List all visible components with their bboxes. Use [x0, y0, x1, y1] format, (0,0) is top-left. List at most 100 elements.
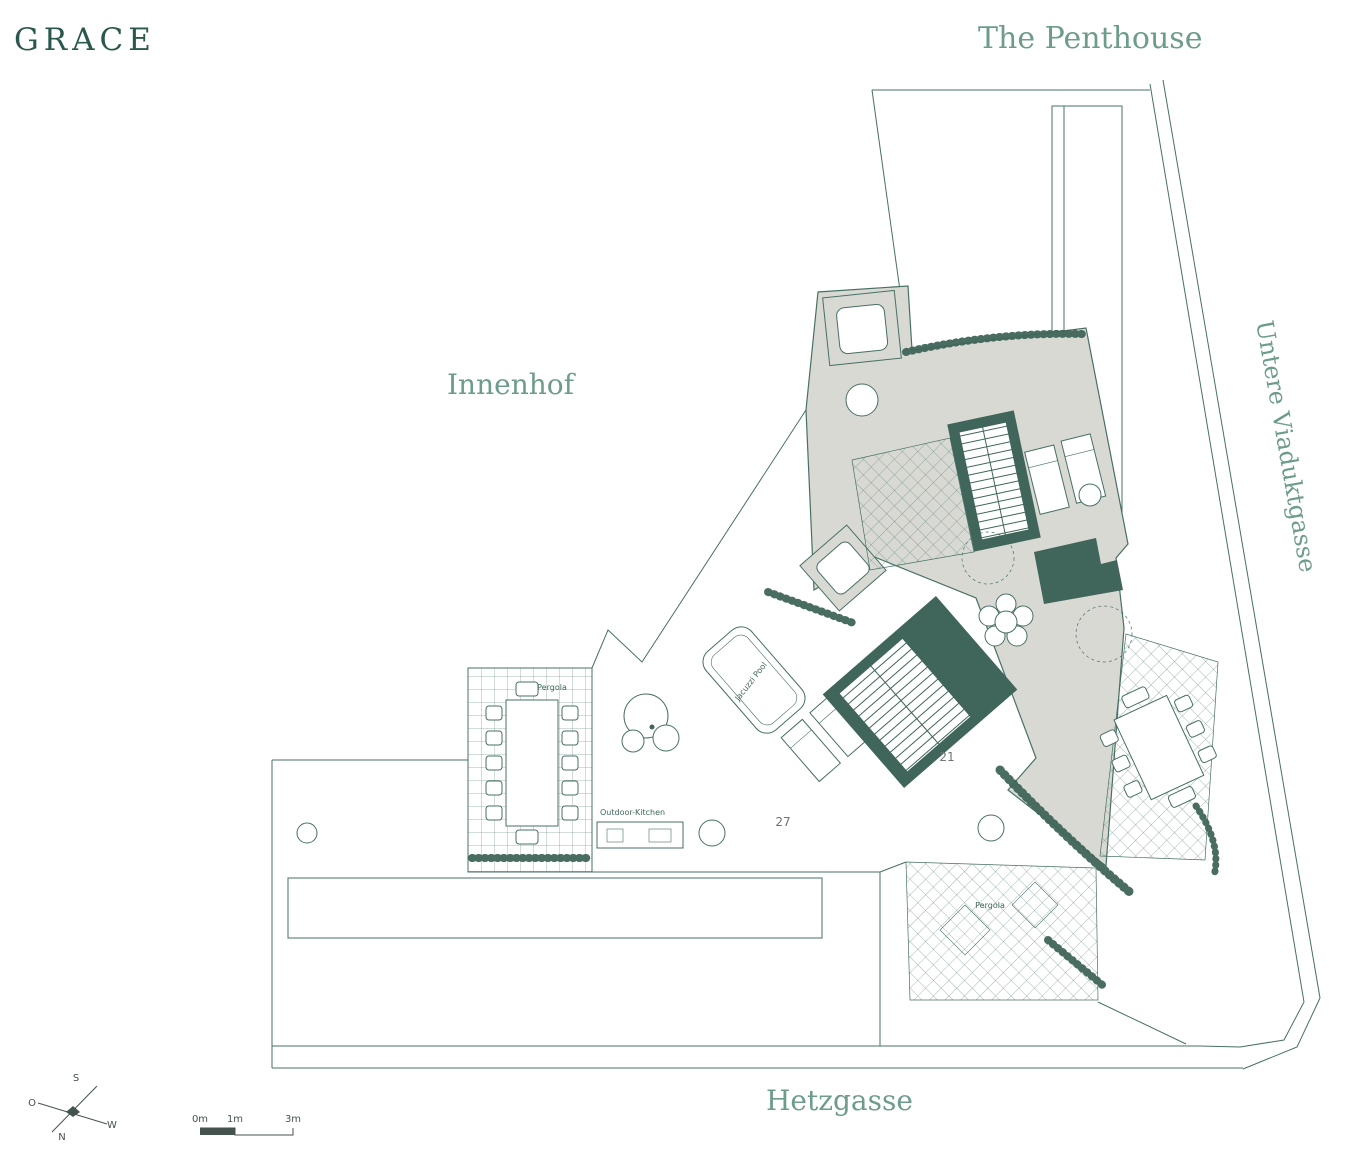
tiled-patio-upper	[851, 437, 975, 571]
label-innenhof: Innenhof	[447, 368, 577, 401]
label-hetzgasse: Hetzgasse	[766, 1084, 913, 1117]
side-table	[1078, 483, 1102, 507]
chair	[1123, 780, 1143, 798]
tree	[698, 819, 726, 847]
tree-canopy-dashed	[1075, 605, 1133, 663]
compass-s: S	[73, 1073, 79, 1084]
lounger-pillow-line	[1064, 449, 1095, 457]
stair-core-upper	[947, 410, 1041, 552]
compass-o: O	[28, 1098, 36, 1109]
street-bottom-upper-line	[272, 1045, 1241, 1048]
tree-small-left	[296, 822, 318, 844]
label-pergola-bottom: Pergola	[975, 901, 1005, 910]
vegetation	[468, 329, 1220, 992]
planting-strip	[764, 588, 860, 628]
chair	[561, 755, 579, 771]
stair-core-main	[822, 596, 1018, 788]
chair	[515, 829, 539, 845]
trees	[621, 383, 1133, 847]
compass-center	[66, 1106, 80, 1117]
chair	[1099, 729, 1119, 747]
compass-w: W	[107, 1120, 117, 1131]
label-untere-viaduktgasse: Untere Viaduktgasse	[1250, 318, 1322, 574]
street-bottom	[271, 1045, 1243, 1069]
outdoor-kitchen	[596, 821, 684, 849]
skylight-middle-glass	[816, 541, 870, 595]
tree-flower-center	[994, 610, 1018, 634]
outdoor-kitchen-grill	[648, 828, 672, 843]
tree-cloud-lobe	[652, 724, 680, 752]
tree-canopy-dashed	[961, 531, 1015, 585]
label-outdoor-kitchen: Outdoor-Kitchen	[600, 808, 665, 817]
pergola-deco	[939, 881, 1059, 956]
chair	[485, 780, 503, 796]
pergola-deco-diamond	[1011, 881, 1059, 929]
chair	[485, 755, 503, 771]
dining-table-right	[1113, 694, 1205, 801]
chair	[485, 805, 503, 821]
left-roof-block	[271, 759, 881, 1046]
jacuzzi-inner	[710, 634, 798, 726]
loungers-middle	[780, 693, 870, 783]
chair	[561, 805, 579, 821]
compass-n: N	[58, 1132, 65, 1143]
street-right-inner-line	[1149, 83, 1305, 1003]
chair	[561, 705, 579, 721]
outdoor-kitchen-counter	[596, 821, 684, 849]
street-corner-inner	[1239, 1001, 1305, 1048]
planting-strip	[995, 765, 1137, 899]
tree-cloud-lobe	[621, 729, 645, 753]
planting-strip	[902, 329, 1086, 356]
tree-cloud	[621, 693, 680, 753]
chair	[485, 730, 503, 746]
unit-number-21: 21	[939, 750, 954, 764]
skylight-upper-frame	[822, 289, 902, 367]
scale-bar: 0m 1m 3m	[192, 1114, 301, 1136]
scale-label-1m: 1m	[227, 1114, 243, 1125]
unit-number-27: 27	[775, 815, 790, 829]
lounger	[1024, 444, 1070, 515]
terrace-surface	[805, 285, 1129, 868]
street-right	[1149, 79, 1321, 1070]
lounger-pillow-line	[790, 729, 812, 749]
planting-strip	[1192, 802, 1220, 880]
street-corner-outer	[1242, 997, 1321, 1070]
skylight-upper-glass	[836, 303, 889, 355]
dining-set-right	[1099, 686, 1217, 808]
scale-bar-segment-filled	[200, 1128, 235, 1135]
stair-divider	[982, 427, 1006, 535]
project-title: The Penthouse	[978, 21, 1202, 56]
terrace-outline	[591, 409, 1187, 1045]
pergola-bottom-area	[905, 861, 1099, 1001]
compass-rose: S O W N	[28, 1073, 117, 1143]
outdoor-kitchen-sink	[606, 828, 624, 843]
jacuzzi-outer	[702, 626, 806, 734]
pergola-deco-diamond	[939, 904, 991, 956]
chair	[1111, 754, 1131, 773]
chair	[1185, 720, 1205, 738]
chair	[561, 780, 579, 796]
lounger	[780, 718, 842, 783]
chair	[485, 705, 503, 721]
stair-divider	[870, 665, 940, 745]
dining-set-left	[485, 681, 579, 845]
skylight-middle	[799, 524, 887, 612]
scale-bar-outline	[200, 1127, 294, 1136]
street-right-outer-line	[1162, 79, 1321, 999]
tree-trunk-dot	[649, 724, 655, 730]
scale-label-0m: 0m	[192, 1114, 208, 1125]
lounger-pillow-line	[1028, 460, 1058, 469]
chair	[561, 730, 579, 746]
dining-table-left	[505, 699, 559, 827]
planting-strip	[1044, 936, 1110, 992]
chair	[1121, 686, 1150, 709]
chair	[1174, 694, 1194, 713]
tree	[845, 383, 879, 417]
wall-core	[1034, 538, 1123, 604]
jacuzzi-pool	[702, 626, 806, 734]
skylight-upper	[822, 289, 902, 367]
tree-flower	[978, 593, 1034, 647]
scale-label-3m: 3m	[285, 1114, 301, 1125]
